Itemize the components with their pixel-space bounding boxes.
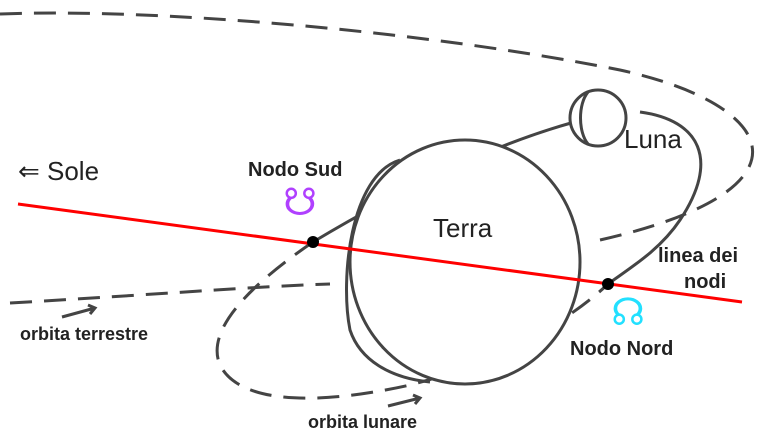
north-node-symbol-icon: ☊: [611, 290, 645, 334]
line-of-nodes-label-1: linea dei: [658, 245, 738, 267]
south-node-point: [307, 236, 319, 248]
line-of-nodes-label-2: nodi: [684, 271, 726, 293]
earth-label: Terra: [433, 213, 493, 243]
earth-orbit-path-lower: [10, 284, 330, 303]
earth-orbit-direction-arrow: [62, 305, 95, 317]
moon-label: Luna: [624, 124, 682, 154]
earth-orbit-label: orbita terrestre: [20, 324, 148, 344]
south-node-label: Nodo Sud: [248, 159, 342, 181]
sun-label: ⇐ Sole: [18, 156, 99, 186]
south-node-symbol-icon: ☋: [283, 180, 317, 224]
moon-circle: [570, 90, 626, 146]
north-node-label: Nodo Nord: [570, 338, 673, 360]
moon-orbit-label: orbita lunare: [308, 412, 417, 432]
moon-orbit-direction-arrow: [388, 395, 420, 406]
north-node-point: [602, 278, 614, 290]
earth-circle: [350, 140, 580, 384]
